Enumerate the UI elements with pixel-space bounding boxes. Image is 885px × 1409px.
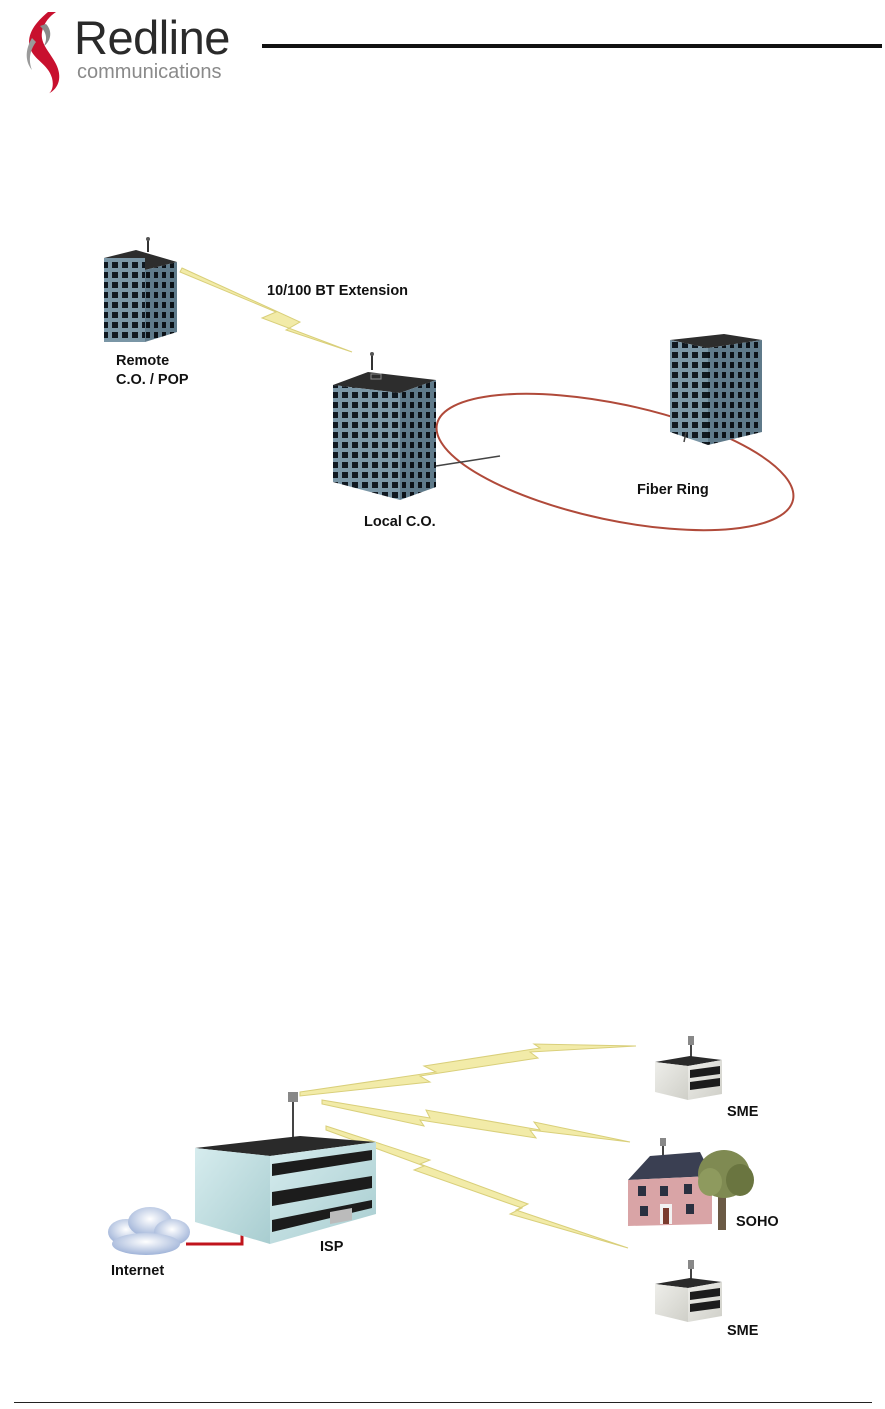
local-ring-connector [436,456,500,466]
sme-top-label: SME [727,1104,758,1121]
internet-label: Internet [111,1263,164,1280]
isp-building-icon [195,1092,376,1244]
fiber-extension-diagram [0,0,885,560]
wireless-link-bolt-icon [180,268,352,352]
isp-label: ISP [320,1239,343,1256]
soho-label: SOHO [736,1214,779,1231]
footer-rule [14,1402,872,1403]
sme-bottom-building-icon [655,1260,722,1322]
local-co-label: Local C.O. [364,514,436,531]
ring-building-icon [670,334,762,445]
internet-cloud-icon [108,1207,190,1255]
isp-distribution-diagram [0,1020,885,1360]
wireless-bolt-soho-icon [322,1100,630,1142]
remote-co-building-icon [104,237,177,342]
local-co-building-icon [333,352,436,500]
sme-top-building-icon [655,1036,722,1100]
sme-bottom-label: SME [727,1323,758,1340]
link-label: 10/100 BT Extension [267,283,408,300]
remote-label-line2: C.O. / POP [116,372,189,389]
fiber-ring-label: Fiber Ring [637,482,709,499]
wireless-bolt-sme-top-icon [300,1044,636,1096]
remote-label-line1: Remote [116,353,169,370]
